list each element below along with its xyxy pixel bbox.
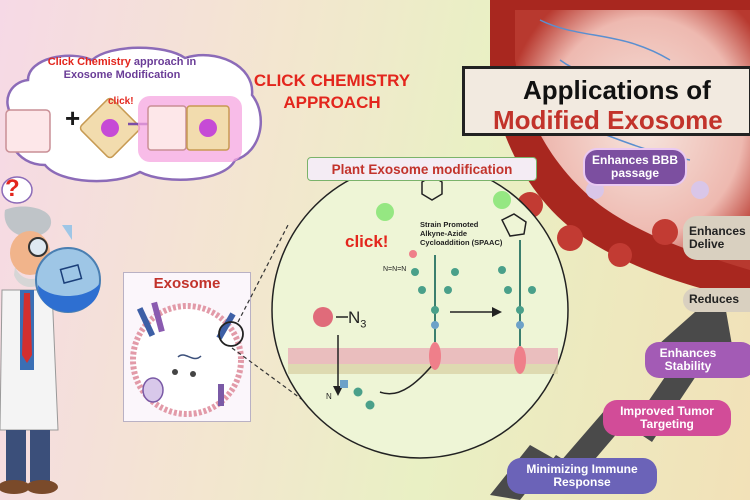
exosome-label: Exosome <box>153 275 221 292</box>
glycoprotein-anchor-2 <box>514 346 526 374</box>
cloud-title-rest: approach in <box>130 56 197 68</box>
reaction-click-label: click! <box>345 232 389 251</box>
triazole-ring <box>500 213 527 237</box>
sugar-unit-1 <box>340 380 348 388</box>
rna-strand <box>177 354 202 360</box>
trend-arrow-shape <box>490 288 736 500</box>
incorporated-azide-label: N <box>326 392 332 401</box>
white-cell-3 <box>691 181 709 199</box>
fluorophore-glow-1 <box>376 203 394 221</box>
surface-protein-3 <box>216 312 236 340</box>
spaac-line1: Strain Promoted <box>420 220 479 229</box>
spaac-label: Strain Promoted Alkyne-Azide Cycloadditi… <box>420 220 502 247</box>
glycan-node-1e <box>411 268 419 276</box>
scientist-character <box>0 206 101 494</box>
sugar-unit-3 <box>365 400 375 410</box>
exosome-illustration <box>130 301 244 417</box>
product-ligand-dot <box>199 119 217 137</box>
cargo-dot-1 <box>172 369 178 375</box>
plant-exosome-label: Plant Exosome modification <box>307 157 537 181</box>
trouser-right <box>30 430 50 482</box>
necktie <box>22 293 32 363</box>
rising-trend-arrow <box>490 288 736 500</box>
zoom-highlight-circle <box>218 321 244 347</box>
glycan-node-1d <box>444 286 452 294</box>
azide-main-symbol: N <box>348 308 361 327</box>
benefit-reduces: Reduces <box>683 288 750 312</box>
main-title: CLICK CHEMISTRY APPROACH <box>232 70 432 114</box>
cloud-title-highlight: Click Chemistry <box>47 56 131 68</box>
glycan-node-1f <box>451 268 459 276</box>
glycoprotein-anchor-1 <box>429 342 441 370</box>
cloud-title-line2: Exosome Modification <box>63 69 181 81</box>
applications-title-line2: Modified Exosome <box>493 105 723 135</box>
puzzle-piece-left <box>5 109 51 153</box>
shoe-left <box>0 480 30 494</box>
product-piece-left <box>147 105 187 151</box>
flask-puzzle-outline <box>59 263 83 285</box>
benefit-immune-response: Minimizing Immune Response <box>507 458 657 494</box>
red-blood-cell-4 <box>652 219 678 245</box>
applications-title-box: Applications of Modified Exosome <box>462 66 750 136</box>
benefit-bbb-passage: Enhances BBB passage <box>583 148 687 186</box>
glycan-node-1b <box>431 306 439 314</box>
glycan-node-2d <box>528 286 536 294</box>
glycan-node-2b <box>516 306 524 314</box>
scientist-goggles <box>28 237 48 257</box>
transmembrane-protein <box>218 384 224 406</box>
surface-protein-1 <box>136 307 156 337</box>
inner-vesicle <box>142 377 164 403</box>
azide-subscript: 3 <box>360 318 367 331</box>
glycan-node-1a <box>431 321 439 329</box>
trouser-left <box>6 430 26 482</box>
thought-cloud <box>5 46 262 183</box>
conjugation-arrowhead <box>492 307 502 317</box>
glycan-node-2a <box>516 321 524 329</box>
scientist-hair <box>4 206 52 237</box>
main-title-line2: APPROACH <box>283 93 381 112</box>
spaac-line2: Alkyne-Azide <box>420 229 468 238</box>
main-title-line1: CLICK CHEMISTRY <box>253 71 411 90</box>
flask-neck <box>62 225 72 240</box>
fluorophore-glow-2 <box>493 191 511 209</box>
cargo-dot-2 <box>190 371 196 377</box>
plant-exosome-modification-diagram <box>271 161 569 459</box>
red-blood-cell-3 <box>608 243 632 267</box>
benefit-enhances-stability: Enhances Stability <box>645 342 750 378</box>
glycan-node-2c <box>504 286 512 294</box>
glycan-node-2e <box>498 266 506 274</box>
metabolic-arrow <box>379 361 436 395</box>
plus-sign: + <box>65 103 81 133</box>
glycan-node-1c <box>418 286 426 294</box>
red-blood-cell-2 <box>557 225 583 251</box>
membrane-bilayer-bottom <box>288 364 558 374</box>
incorporation-arrowhead <box>333 386 343 396</box>
glycan-azide-tip <box>409 250 417 258</box>
question-bubble <box>1 176 33 204</box>
shoe-right <box>26 480 58 494</box>
azide-reagent-bead <box>313 307 333 327</box>
sugar-unit-2 <box>353 387 363 397</box>
cloud-click-label: click! <box>108 96 134 107</box>
question-mark: ? <box>5 175 20 202</box>
purple-ligand-dot <box>101 119 119 137</box>
membrane-bilayer-top <box>288 348 558 364</box>
spaac-line3: Cycloaddition (SPAAC) <box>420 238 503 247</box>
benefit-enhanced-delivery: Enhances Delive <box>683 216 750 260</box>
applications-title-line1: Applications of <box>523 75 711 105</box>
azide-reagent-label: N3 <box>348 308 366 330</box>
benefit-tumor-targeting: Improved Tumor Targeting <box>603 400 731 436</box>
azide-formula: N=N=N <box>383 266 407 273</box>
flask-liquid <box>38 283 100 312</box>
cloud-title: Click Chemistry approach in Exosome Modi… <box>22 56 222 82</box>
surface-protein-2 <box>151 301 165 333</box>
